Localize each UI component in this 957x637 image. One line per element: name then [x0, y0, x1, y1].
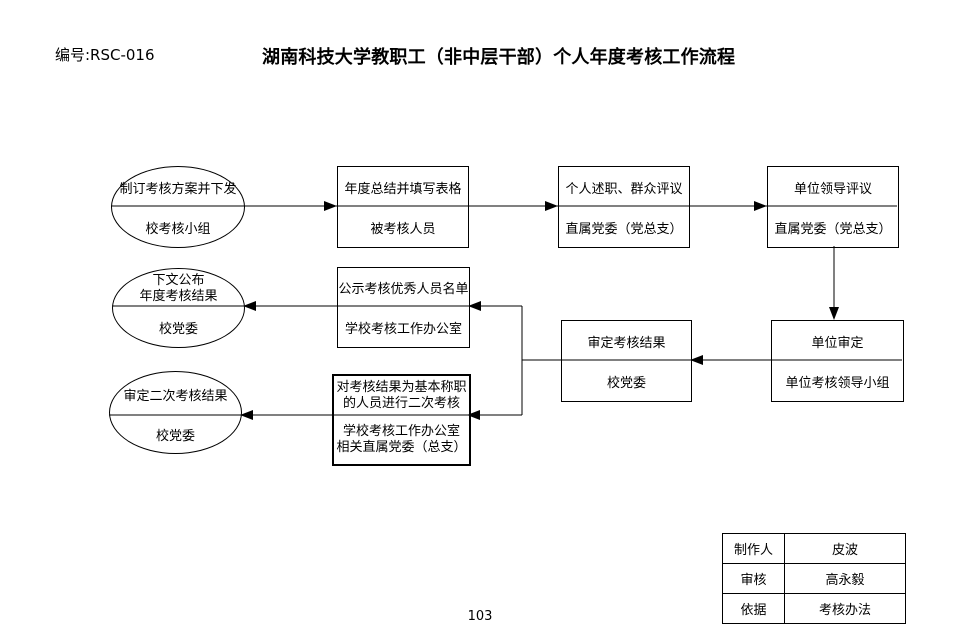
- node-actor: 学校考核工作办公室: [344, 321, 462, 337]
- info-label: 审核: [722, 563, 785, 594]
- node-actor: 学校考核工作办公室 相关直属党委（总支）: [334, 416, 469, 464]
- arrowhead-left-icon: [243, 301, 256, 311]
- node-actor: 直属党委（党总支）: [774, 221, 892, 237]
- info-value: 考核办法: [784, 593, 906, 624]
- arrowhead-left-icon: [240, 410, 253, 420]
- node-action: 公示考核优秀人员名单: [338, 282, 469, 298]
- flow-node-announce-result: 下文公布 年度考核结果 校党委: [112, 268, 245, 348]
- node-actor-line2: 相关直属党委（总支）: [336, 440, 467, 455]
- node-action-line2: 年度考核结果: [139, 288, 218, 304]
- page-title: 湖南科技大学教职工（非中层干部）个人年度考核工作流程: [262, 47, 736, 68]
- arrowhead-left-icon: [468, 301, 481, 311]
- arrowhead-right-icon: [754, 201, 767, 211]
- info-value: 高永毅: [784, 563, 906, 594]
- flow-node-publicize-list: 公示考核优秀人员名单 学校考核工作办公室: [337, 267, 470, 348]
- node-actor-line1: 学校考核工作办公室: [342, 424, 460, 439]
- node-actor: 校党委: [606, 375, 646, 391]
- node-action: 年度总结并填写表格: [344, 181, 462, 197]
- node-actor: 单位考核领导小组: [785, 375, 890, 391]
- node-action: 对考核结果为基本称职 的人员进行二次考核: [334, 376, 469, 416]
- flow-node-verify-result: 审定考核结果 校党委: [561, 320, 692, 402]
- table-row: 审核 高永毅: [722, 563, 906, 594]
- flow-node-second-assessment: 对考核结果为基本称职 的人员进行二次考核 学校考核工作办公室 相关直属党委（总支…: [332, 374, 471, 466]
- flow-node-unit-leader-review: 单位领导评议 直属党委（党总支）: [767, 166, 899, 248]
- flow-node-verify-second-result: 审定二次考核结果 校党委: [109, 371, 242, 454]
- node-action: 下文公布 年度考核结果: [113, 269, 244, 308]
- node-action: 单位领导评议: [793, 181, 872, 197]
- table-row: 制作人 皮波: [722, 533, 906, 564]
- flow-node-make-plan: 制订考核方案并下发 校考核小组: [111, 166, 245, 248]
- arrowhead-left-icon: [467, 410, 480, 420]
- node-action-line1: 对考核结果为基本称职: [336, 380, 467, 395]
- node-actor: 校考核小组: [145, 221, 211, 237]
- node-action: 制订考核方案并下发: [119, 181, 237, 197]
- table-row: 依据 考核办法: [722, 593, 906, 624]
- info-table: 制作人 皮波 审核 高永毅 依据 考核办法: [722, 533, 906, 624]
- node-actor: 直属党委（党总支）: [565, 221, 683, 237]
- node-actor: 校党委: [155, 429, 195, 444]
- node-action: 个人述职、群众评议: [565, 181, 683, 197]
- info-label: 依据: [722, 593, 785, 624]
- info-label: 制作人: [722, 533, 785, 564]
- arrowhead-down-icon: [829, 307, 839, 320]
- node-action-line2: 的人员进行二次考核: [342, 396, 460, 411]
- node-actor: 被考核人员: [370, 221, 436, 237]
- flow-node-unit-verify: 单位审定 单位考核领导小组: [771, 320, 904, 402]
- node-actor: 校党委: [158, 322, 198, 337]
- doc-number: 编号:RSC-016: [55, 46, 155, 64]
- flow-node-personal-report: 个人述职、群众评议 直属党委（党总支）: [558, 166, 690, 248]
- arrowhead-right-icon: [545, 201, 558, 211]
- flow-node-annual-summary: 年度总结并填写表格 被考核人员: [337, 166, 469, 248]
- info-value: 皮波: [784, 533, 906, 564]
- page-number: 103: [467, 609, 493, 624]
- arrowhead-left-icon: [690, 355, 703, 365]
- node-action: 审定考核结果: [587, 335, 666, 351]
- arrowhead-right-icon: [324, 201, 337, 211]
- node-action: 审定二次考核结果: [123, 388, 228, 404]
- node-action-line1: 下文公布: [152, 272, 205, 288]
- node-action: 单位审定: [811, 335, 864, 351]
